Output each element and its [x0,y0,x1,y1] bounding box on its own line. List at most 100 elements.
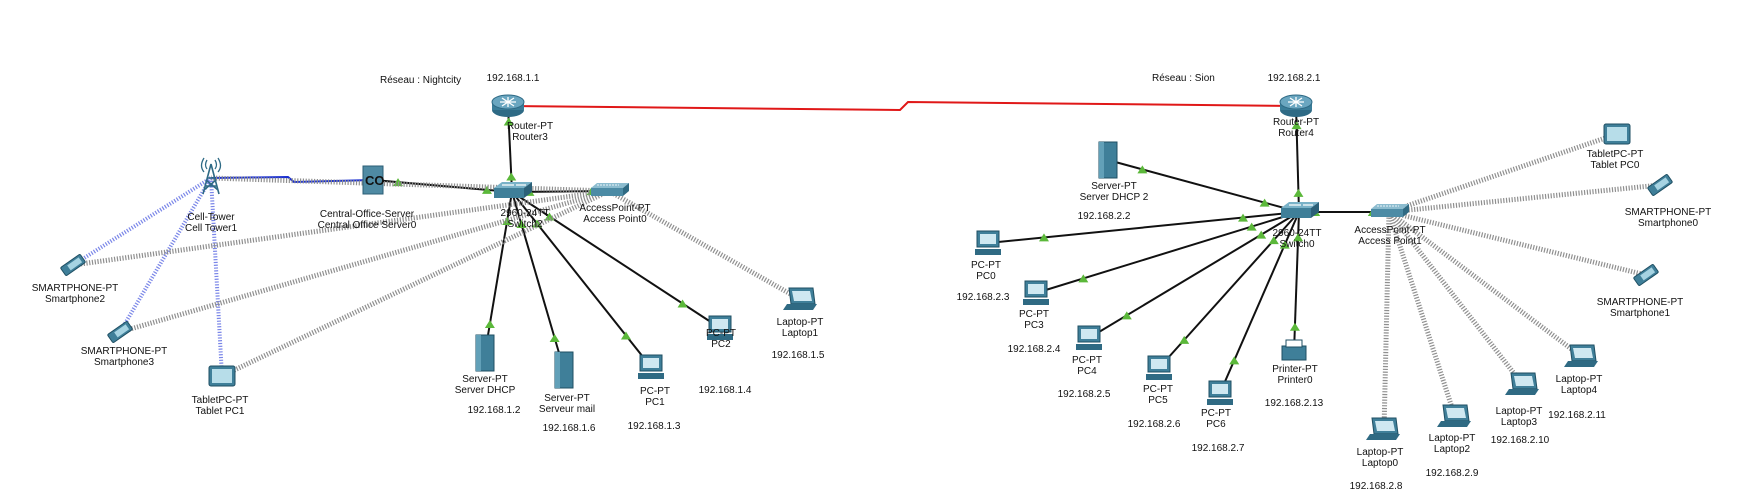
link-switch0-pc3[interactable] [1035,211,1300,294]
link-ap0-lap1[interactable] [607,188,803,303]
link-switch0-pc5[interactable] [1158,211,1300,369]
link-srvdhcp2-switch0[interactable] [1107,159,1300,213]
link-switch2-srvdhcp[interactable] [484,191,513,354]
device-model: SMARTPHONE-PT [1624,207,1712,218]
device-model: PC-PT [706,328,736,339]
device-model: SMARTPHONE-PT [31,283,119,294]
device-model: PC-PT [1072,355,1102,366]
device-name: Router4 [1278,128,1314,139]
link-switch0-pc0[interactable] [987,211,1300,244]
link-ap1-lap4[interactable] [1387,210,1584,359]
link-ap1-sp1[interactable] [1388,209,1647,278]
link-status-up-icon [484,320,495,329]
link-ap1-tab0[interactable] [1388,131,1618,215]
link-status-up-icon [1137,165,1148,174]
device-model: Cell-Tower [187,212,235,223]
link-status-up-icon [1179,335,1190,344]
tablet-icon[interactable] [208,365,236,387]
device-model: Laptop-PT [1428,433,1476,444]
link-switch2-srvmail[interactable] [511,191,565,371]
pc-icon[interactable] [1207,380,1233,405]
ip-address-lap3: 192.168.2.10 [1490,435,1550,446]
device-name: Smartphone0 [1637,218,1699,229]
link-ap1-sp0[interactable] [1388,182,1661,215]
link-switch0-pc6[interactable] [1219,211,1300,394]
device-model: 2960-24TT [1272,228,1322,239]
laptop-icon[interactable] [1505,372,1539,395]
link-tower1-sp2[interactable] [71,176,213,267]
device-name: Tablet PC1 [195,406,245,417]
printer-icon[interactable] [1281,339,1307,361]
ip-address-router3: 192.168.1.1 [486,73,540,84]
link-router4-switch0[interactable] [1291,105,1304,213]
phone-icon[interactable] [1647,174,1673,196]
ip-address-srvdhcp2: 192.168.2.2 [1077,211,1131,222]
device-model: PC-PT [971,260,1001,271]
pc-icon[interactable] [707,315,733,340]
link-status-up-icon [620,331,631,340]
device-name: PC0 [976,271,996,282]
device-model: PC-PT [640,386,670,397]
device-name: Laptop4 [1560,385,1598,396]
device-model: TabletPC-PT [191,395,249,406]
link-status-up-icon [502,216,513,225]
link-ap1-lap3[interactable] [1387,210,1525,387]
link-switch0-pc4[interactable] [1088,211,1300,339]
link-tower1-tab1[interactable] [209,177,224,377]
link-tower1-co0[interactable] [210,175,374,184]
device-name: Access Point1 [1358,236,1422,247]
link-ap1-lap2[interactable] [1386,211,1458,418]
server-icon[interactable] [1098,141,1118,179]
switch-icon[interactable] [494,182,532,198]
tablet-icon[interactable] [1603,123,1631,145]
ip-address-lap2: 192.168.2.9 [1425,468,1479,479]
phone-icon[interactable] [60,254,86,276]
laptop-icon[interactable] [783,287,817,310]
server-icon[interactable] [475,334,495,372]
phone-icon[interactable] [107,321,133,343]
pc-icon[interactable] [975,230,1001,255]
switch-icon[interactable] [1281,202,1319,218]
router-icon[interactable] [491,94,525,117]
link-status-up-icon [503,117,514,126]
device-name: Switch0 [1279,239,1315,250]
link-status-up-icon [1259,198,1270,207]
laptop-icon[interactable] [1564,344,1598,367]
link-ap0-sp2[interactable] [72,188,610,268]
link-switch0-printer0[interactable] [1289,211,1304,353]
pc-icon[interactable] [638,354,664,379]
link-ap0-sp3[interactable] [119,188,610,335]
device-name: PC4 [1077,366,1097,377]
tower-icon[interactable] [200,157,222,195]
server-icon[interactable] [554,351,574,389]
router-icon[interactable] [1279,94,1313,117]
link-status-up-icon [1289,322,1300,331]
device-model: Server-PT [544,393,590,404]
phone-icon[interactable] [1633,264,1659,286]
pc-icon[interactable] [1023,280,1049,305]
co-icon[interactable]: CO [362,165,385,195]
accesspoint-icon[interactable] [1371,204,1409,217]
link-router3-router4[interactable] [507,100,1297,112]
accesspoint-icon[interactable] [591,183,629,196]
link-tower1-sp3[interactable] [118,176,213,334]
link-router3-switch2[interactable] [503,105,517,193]
device-model: PC-PT [1143,384,1173,395]
laptop-icon[interactable] [1437,404,1471,427]
device-name: Laptop0 [1361,458,1399,469]
link-status-up-icon [549,333,560,342]
device-name: Printer0 [1277,375,1313,386]
pc-icon[interactable] [1146,355,1172,380]
laptop-icon[interactable] [1366,417,1400,440]
pc-icon[interactable] [1076,325,1102,350]
link-ap0-tower1[interactable] [210,175,610,194]
